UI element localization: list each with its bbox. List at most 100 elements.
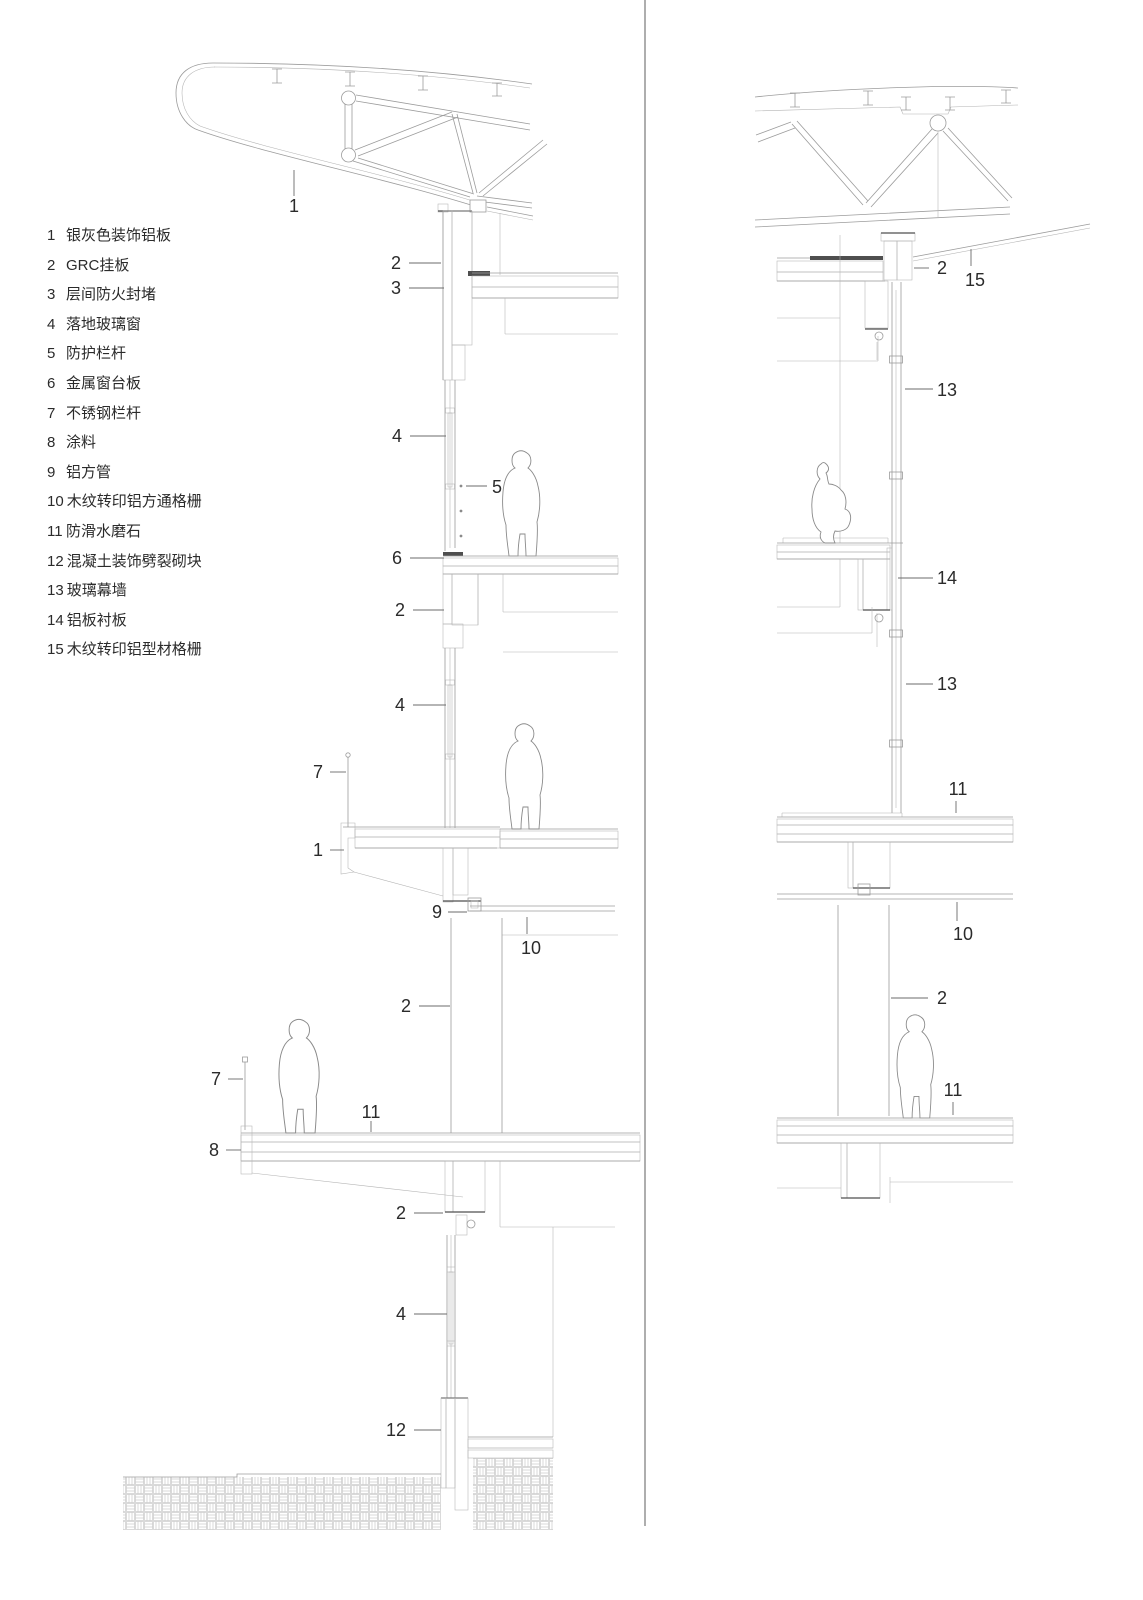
grc-clad-column bbox=[450, 918, 503, 1133]
roof-grille-line bbox=[912, 223, 1091, 258]
roof-truss bbox=[341, 90, 548, 213]
lower-floor-slab bbox=[776, 812, 1014, 1116]
legend-item-label: GRC挂板 bbox=[66, 256, 130, 274]
split-face-block-wall bbox=[440, 1397, 469, 1511]
legend-item: 4 落地玻璃窗 bbox=[47, 313, 307, 343]
legend-item-number: 8 bbox=[47, 434, 56, 452]
legend-item-number: 5 bbox=[47, 345, 56, 363]
callout-label: 4 bbox=[392, 426, 402, 446]
callout-label: 2 bbox=[401, 996, 411, 1016]
callout-label: 11 bbox=[944, 1080, 963, 1100]
callout-label: 11 bbox=[362, 1102, 381, 1122]
callout-label: 8 bbox=[209, 1140, 219, 1160]
callout-label: 6 bbox=[392, 548, 402, 568]
callout-label: 4 bbox=[396, 1304, 406, 1324]
legend-item-number: 9 bbox=[47, 463, 56, 481]
callout-label: 15 bbox=[965, 270, 985, 290]
legend-item-number: 2 bbox=[47, 256, 56, 274]
legend-item-label: 木纹转印铝方通格栅 bbox=[66, 493, 202, 511]
upper-wall bbox=[437, 203, 501, 381]
legend-item-number: 3 bbox=[47, 286, 56, 304]
aluminium-fascia bbox=[340, 822, 356, 875]
callout-label: 13 bbox=[937, 380, 957, 400]
legend-item: 7 不锈钢栏杆 bbox=[47, 402, 307, 432]
callout-label: 2 bbox=[937, 988, 947, 1008]
callout-label: 1 bbox=[313, 840, 323, 860]
balcony-window bbox=[444, 648, 456, 828]
legend-item-number: 4 bbox=[47, 315, 56, 333]
person-figure bbox=[896, 1014, 934, 1119]
callout-label: 11 bbox=[949, 779, 968, 799]
person-crouching-figure bbox=[811, 462, 852, 544]
legend-item-label: 涂料 bbox=[66, 434, 97, 452]
upper-window bbox=[443, 380, 463, 556]
middle-floor-slab bbox=[776, 537, 903, 647]
callout-label: 10 bbox=[953, 924, 973, 944]
legend-item-number: 14 bbox=[47, 611, 64, 629]
callout-label: 7 bbox=[313, 762, 323, 782]
roof-slab bbox=[776, 235, 889, 543]
callout-label: 12 bbox=[386, 1420, 406, 1440]
legend-item-number: 1 bbox=[47, 227, 56, 244]
legend-item: 3 层间防火封堵 bbox=[47, 283, 307, 313]
callout-label: 9 bbox=[432, 902, 442, 922]
legend-item-label: 银灰色装饰铝板 bbox=[66, 227, 172, 244]
legend-item-number: 6 bbox=[47, 374, 56, 392]
metal-window-sill bbox=[443, 552, 463, 556]
legend-item-label: 混凝土装饰劈裂砌块 bbox=[66, 552, 202, 570]
legend-item: 1 银灰色装饰铝板 bbox=[47, 224, 307, 254]
person-figure bbox=[502, 450, 541, 557]
bottom-floor-slab bbox=[776, 1117, 1014, 1203]
balcony bbox=[340, 752, 619, 936]
aluminium-backing-panel bbox=[886, 547, 893, 611]
person-figure bbox=[278, 1018, 320, 1134]
legend-item-label: 铝方管 bbox=[66, 463, 112, 481]
legend-item-label: 玻璃幕墙 bbox=[66, 582, 127, 600]
callout-label: 2 bbox=[396, 1203, 406, 1223]
roof-purlins bbox=[790, 89, 1011, 111]
legend-item-number: 12 bbox=[47, 552, 64, 570]
roof-purlins bbox=[272, 68, 502, 97]
legend-item-label: 木纹转印铝型材格栅 bbox=[66, 641, 202, 659]
callout-label: 2 bbox=[937, 258, 947, 278]
legend-item-number: 13 bbox=[47, 582, 64, 600]
legend-item-label: 铝板衬板 bbox=[66, 611, 127, 629]
glass-curtain-wall bbox=[889, 282, 903, 813]
mid-floor-slab bbox=[442, 555, 619, 653]
legend-item-number: 15 bbox=[47, 641, 64, 659]
mid-spandrel-beam bbox=[442, 573, 479, 649]
roof-truss bbox=[754, 86, 1019, 228]
legend-item-label: 落地玻璃窗 bbox=[66, 315, 142, 333]
legend-item-label: 层间防火封堵 bbox=[66, 286, 157, 304]
roof-parapet bbox=[880, 223, 1091, 281]
legend-item-number: 7 bbox=[47, 404, 56, 422]
callout-label: 5 bbox=[492, 477, 502, 497]
callout-label: 13 bbox=[937, 674, 957, 694]
legend-item: 9 铝方管 bbox=[47, 461, 307, 491]
legend-item-label: 不锈钢栏杆 bbox=[66, 404, 142, 422]
ceiling-grille bbox=[470, 905, 615, 912]
legend-item: 2 GRC挂板 bbox=[47, 254, 307, 284]
callout-label: 3 bbox=[391, 278, 401, 298]
aluminium-square-tube bbox=[857, 883, 871, 896]
ceiling-grille bbox=[777, 893, 1013, 900]
callout-label: 10 bbox=[521, 938, 541, 958]
callout-label: 4 bbox=[395, 695, 405, 715]
person-figure bbox=[505, 723, 544, 830]
upper-floor-slab bbox=[468, 271, 619, 335]
callout-label: 7 bbox=[211, 1069, 221, 1089]
legend-item: 8 涂料 bbox=[47, 431, 307, 461]
